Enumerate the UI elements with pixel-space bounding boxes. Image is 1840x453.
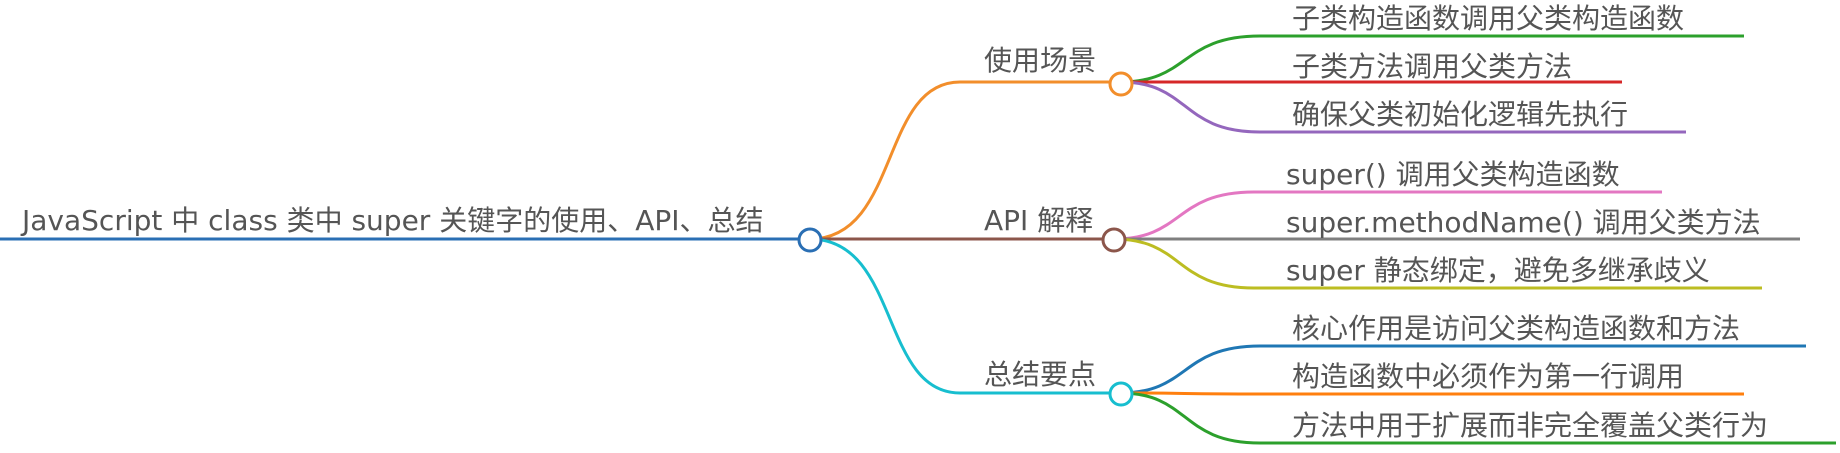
root-node[interactable]: JavaScript 中 class 类中 super 关键字的使用、API、总… — [0, 204, 802, 241]
leaf-connector — [1113, 237, 1762, 290]
branch-label: 使用场景 — [984, 44, 1096, 77]
leaf-node[interactable]: 核心作用是访问父类构造函数和方法 — [1119, 312, 1806, 395]
leaf-connector — [1119, 80, 1686, 134]
leaf-connector — [1119, 391, 1744, 396]
root-toggle-circle[interactable] — [797, 227, 823, 253]
root-label: JavaScript 中 class 类中 super 关键字的使用、API、总… — [20, 204, 764, 237]
leaf-label: 确保父类初始化逻辑先执行 — [1292, 98, 1628, 131]
leaf-label: 子类方法调用父类方法 — [1292, 50, 1572, 83]
leaf-connector — [1113, 190, 1662, 241]
leaf-node[interactable]: super 静态绑定，避免多继承歧义 — [1113, 237, 1762, 290]
leaf-label: 方法中用于扩展而非完全覆盖父类行为 — [1292, 409, 1768, 442]
leaf-label: 构造函数中必须作为第一行调用 — [1292, 360, 1684, 393]
leaf-label: super 静态绑定，避免多继承歧义 — [1286, 254, 1710, 287]
leaf-label: 核心作用是访问父类构造函数和方法 — [1292, 312, 1740, 345]
branch-label: 总结要点 — [984, 358, 1096, 391]
branch-connector — [809, 237, 1120, 395]
leaf-node[interactable]: 确保父类初始化逻辑先执行 — [1119, 80, 1686, 134]
leaf-node[interactable]: super() 调用父类构造函数 — [1113, 158, 1662, 241]
leaf-node[interactable]: 构造函数中必须作为第一行调用 — [1119, 360, 1744, 396]
leaf-node[interactable]: 子类方法调用父类方法 — [1120, 50, 1622, 84]
branch-toggle-circle[interactable] — [1101, 227, 1127, 253]
leaf-connector — [1119, 391, 1836, 445]
leaf-label: 子类构造函数调用父类构造函数 — [1292, 2, 1684, 35]
branch-node-api[interactable]: API 解释 — [810, 204, 1114, 241]
leaf-node[interactable]: 方法中用于扩展而非完全覆盖父类行为 — [1119, 391, 1836, 445]
leaf-label: super() 调用父类构造函数 — [1286, 158, 1620, 191]
branch-toggle-circle[interactable] — [1108, 71, 1134, 97]
branch-label: API 解释 — [984, 204, 1093, 237]
leaf-label: super.methodName() 调用父类方法 — [1286, 206, 1761, 239]
branch-toggle-circle[interactable] — [1108, 381, 1134, 407]
branch-node-usage[interactable]: 使用场景 — [809, 44, 1120, 241]
leaf-connector — [1119, 344, 1806, 395]
branch-node-summary[interactable]: 总结要点 — [809, 237, 1120, 395]
leaf-node[interactable]: 子类构造函数调用父类构造函数 — [1119, 2, 1744, 84]
leaf-node[interactable]: super.methodName() 调用父类方法 — [1114, 206, 1800, 241]
branch-connector — [809, 80, 1120, 241]
leaf-connector — [1119, 34, 1744, 84]
